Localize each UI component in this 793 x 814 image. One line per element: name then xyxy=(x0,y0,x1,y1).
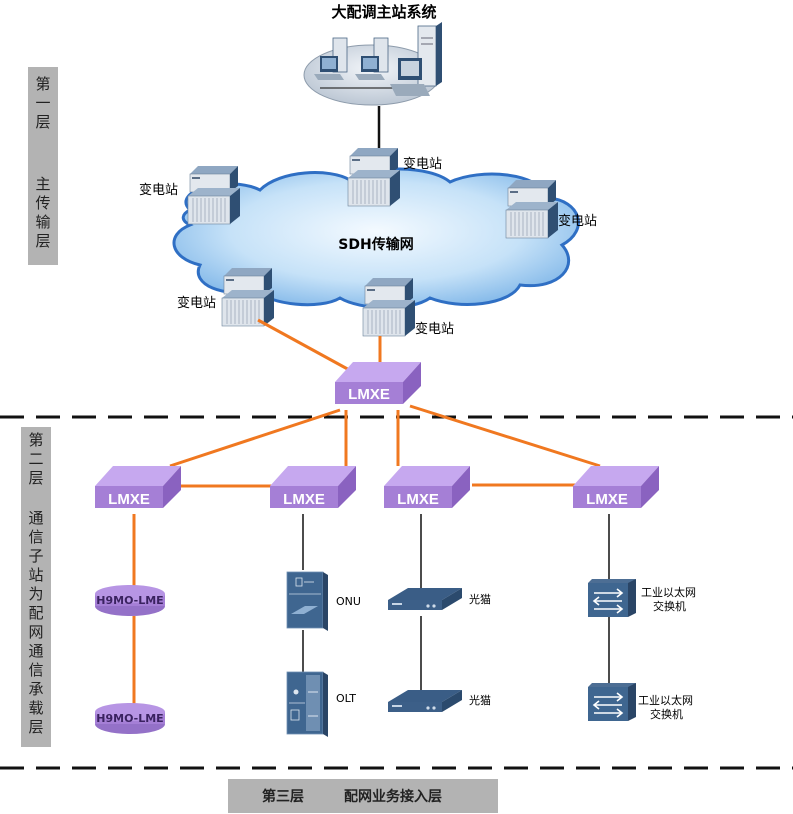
h9mo-lme-node: H9MO-LME xyxy=(95,703,165,734)
master-station-title: 大配调主站系统 xyxy=(331,3,436,21)
layer1-name: 第一层 xyxy=(28,75,58,132)
copper-links xyxy=(302,514,610,690)
layer3-name: 第三层 xyxy=(262,789,304,805)
substation-label: 变电站 xyxy=(558,213,597,229)
layer3-desc: 配网业务接入层 xyxy=(344,789,442,805)
sdh-network-label: SDH传输网 xyxy=(338,236,413,253)
substation-icon xyxy=(362,277,416,337)
workstation-icon xyxy=(390,58,430,96)
layer3-label: 第三层 配网业务接入层 xyxy=(228,779,498,813)
layer2-name: 第二层 xyxy=(21,431,51,488)
h9mo-label: H9MO-LME xyxy=(96,712,163,725)
ethernet-switch-icon xyxy=(587,682,637,722)
onu-device-icon xyxy=(286,571,328,631)
h9mo-lme-node: H9MO-LME xyxy=(95,585,165,616)
layer2-label: 第二层 通信子站为配网通信承载层 xyxy=(21,427,51,747)
layer1-name-text: 第一层 xyxy=(35,75,51,131)
substation-icon xyxy=(505,179,559,239)
link-core-to-switch-4 xyxy=(409,404,601,468)
substation-label: 变电站 xyxy=(139,182,178,198)
substation-label: 变电站 xyxy=(177,295,216,311)
core-lmxe-switch: LMXE xyxy=(335,362,421,404)
modem-label: 光猫 xyxy=(469,693,491,707)
ethernet-switch-label-line2: 交换机 xyxy=(653,599,686,613)
master-station xyxy=(303,22,442,106)
modem-label: 光猫 xyxy=(469,592,491,606)
olt-label: OLT xyxy=(336,692,356,705)
substation-label: 变电站 xyxy=(403,156,442,172)
link-substation-to-core xyxy=(257,318,354,374)
lmxe-switch-1: LMXE xyxy=(95,466,181,508)
ethernet-switch-label-line1: 工业以太网 xyxy=(638,694,693,707)
fiber-links xyxy=(132,318,601,704)
link-core-to-switch-1 xyxy=(169,408,341,468)
workstation-icon xyxy=(314,37,348,80)
layer2-desc: 通信子站为配网通信承载层 xyxy=(21,509,51,737)
layer2-name-text: 第二层 xyxy=(28,431,44,487)
modem-icon xyxy=(388,588,462,610)
olt-device-icon xyxy=(286,671,328,737)
substation-label: 变电站 xyxy=(415,321,454,337)
layer1-desc-text: 主传输层 xyxy=(35,175,51,250)
lmxe-switch-4: LMXE xyxy=(573,466,659,508)
substation-icon xyxy=(187,165,241,225)
ethernet-switch-icon xyxy=(587,578,637,618)
onu-label: ONU xyxy=(336,595,361,608)
lmxe-label: LMXE xyxy=(586,491,628,508)
h9mo-label: H9MO-LME xyxy=(96,594,163,607)
workstation-icon xyxy=(355,37,389,80)
core-lmxe-label: LMXE xyxy=(348,386,390,403)
sdh-cloud xyxy=(172,167,580,310)
substation-icon xyxy=(221,267,275,327)
ethernet-switch-label-line2: 交换机 xyxy=(650,707,683,721)
substation-icon xyxy=(347,147,401,207)
lmxe-label: LMXE xyxy=(397,491,439,508)
layer2-desc-text: 通信子站为配网通信承载层 xyxy=(28,509,44,736)
lmxe-switch-2: LMXE xyxy=(270,466,356,508)
server-icon xyxy=(417,22,442,87)
lmxe-switch-3: LMXE xyxy=(384,466,470,508)
modem-icon xyxy=(388,690,462,712)
layer1-desc: 主传输层 xyxy=(28,175,58,251)
lmxe-label: LMXE xyxy=(283,491,325,508)
ethernet-switch-label-line1: 工业以太网 xyxy=(641,586,696,599)
lmxe-label: LMXE xyxy=(108,491,150,508)
layer1-label: 第一层 主传输层 xyxy=(28,67,58,265)
